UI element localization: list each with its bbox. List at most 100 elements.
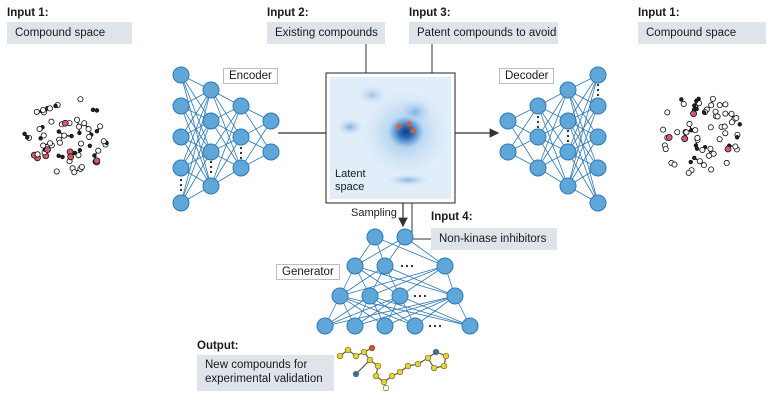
- atom: [692, 103, 697, 108]
- network-node: [559, 143, 577, 161]
- atom: [732, 143, 739, 150]
- network-node: [589, 159, 607, 177]
- atom: [430, 364, 438, 372]
- input1-right-heading: Input 1:: [638, 7, 680, 19]
- network-edge: [339, 265, 446, 297]
- atom: [77, 148, 83, 153]
- atom: [686, 120, 693, 127]
- atom: [701, 110, 707, 115]
- atom: [674, 129, 681, 136]
- bond: [355, 359, 371, 375]
- atom: [424, 354, 432, 362]
- ellipsis-dot: [566, 139, 570, 143]
- atom: [40, 132, 47, 139]
- network-edge: [567, 74, 599, 122]
- atom: [94, 128, 100, 134]
- network-node: [529, 128, 547, 146]
- network-node: [232, 97, 250, 115]
- network-node: [376, 257, 394, 275]
- atom: [47, 140, 54, 147]
- input3-box: Patent compounds to avoid: [409, 22, 558, 44]
- atom: [414, 360, 422, 368]
- network-edge: [354, 236, 406, 267]
- atom: [380, 378, 388, 386]
- atom: [665, 133, 673, 141]
- network-node: [346, 257, 364, 275]
- neural-networks: [172, 66, 607, 335]
- atom: [95, 147, 102, 154]
- atom: [69, 133, 74, 139]
- network-node: [172, 159, 190, 177]
- output-box: New compounds for experimental validatio…: [197, 355, 334, 391]
- network-node: [391, 287, 409, 305]
- atom: [708, 166, 715, 173]
- network-edge: [180, 151, 212, 204]
- ellipsis-dot: [566, 134, 570, 138]
- network-edge: [399, 265, 446, 297]
- network-edge: [567, 151, 599, 204]
- atom: [708, 102, 715, 109]
- network-node: [232, 159, 250, 177]
- atom: [737, 122, 742, 127]
- atom: [696, 158, 703, 165]
- atom: [60, 154, 65, 160]
- network-node: [529, 97, 547, 115]
- network-edge: [537, 89, 569, 138]
- atom: [440, 362, 448, 370]
- network-node: [262, 112, 280, 130]
- atom: [56, 139, 63, 146]
- ellipsis-dot: [423, 294, 427, 298]
- atom: [662, 146, 669, 153]
- atom: [93, 157, 101, 165]
- network-edge: [567, 74, 599, 187]
- atom: [61, 132, 68, 139]
- network-edge: [324, 295, 371, 327]
- atom: [78, 163, 85, 170]
- network-edge: [324, 295, 456, 327]
- encoder-label: Encoder: [223, 68, 278, 84]
- input1-right-box: Compound space: [638, 22, 766, 44]
- ellipsis-dot: [179, 178, 183, 182]
- atom: [723, 159, 730, 166]
- network-edge: [240, 120, 272, 169]
- network-node: [202, 81, 220, 99]
- atom: [692, 155, 697, 161]
- atom: [372, 372, 380, 380]
- network-edge: [180, 120, 212, 204]
- network-edge: [210, 105, 242, 187]
- atom: [714, 113, 721, 120]
- atom: [38, 136, 43, 141]
- generator-network: [316, 228, 479, 335]
- network-node: [331, 287, 349, 305]
- decoder-network: [499, 66, 607, 212]
- ellipsis-dot: [536, 125, 540, 129]
- atom: [728, 110, 735, 117]
- output-heading: Output:: [197, 340, 239, 352]
- atom: [40, 107, 47, 114]
- atom: [716, 102, 723, 109]
- network-edge: [369, 265, 446, 297]
- atom: [685, 169, 692, 176]
- existing-compound-point: [406, 121, 412, 127]
- ellipsis-dot: [405, 264, 409, 268]
- ellipsis-dot: [438, 324, 442, 328]
- network-edge: [354, 265, 456, 297]
- network-edge: [180, 89, 212, 204]
- network-node: [446, 287, 464, 305]
- atom: [734, 135, 740, 140]
- atom: [34, 151, 41, 158]
- atom: [680, 100, 687, 107]
- network-edge: [567, 74, 599, 153]
- network-node: [361, 287, 379, 305]
- compound-space-molecules-left: [22, 96, 109, 176]
- atom: [722, 130, 729, 137]
- atom: [344, 346, 352, 354]
- latent-space-panel: [325, 72, 456, 204]
- network-node: [172, 128, 190, 146]
- latent-label-line1: Latent: [335, 168, 366, 180]
- network-node: [589, 66, 607, 84]
- network-node: [559, 81, 577, 99]
- atom: [56, 153, 61, 158]
- atom: [681, 135, 689, 143]
